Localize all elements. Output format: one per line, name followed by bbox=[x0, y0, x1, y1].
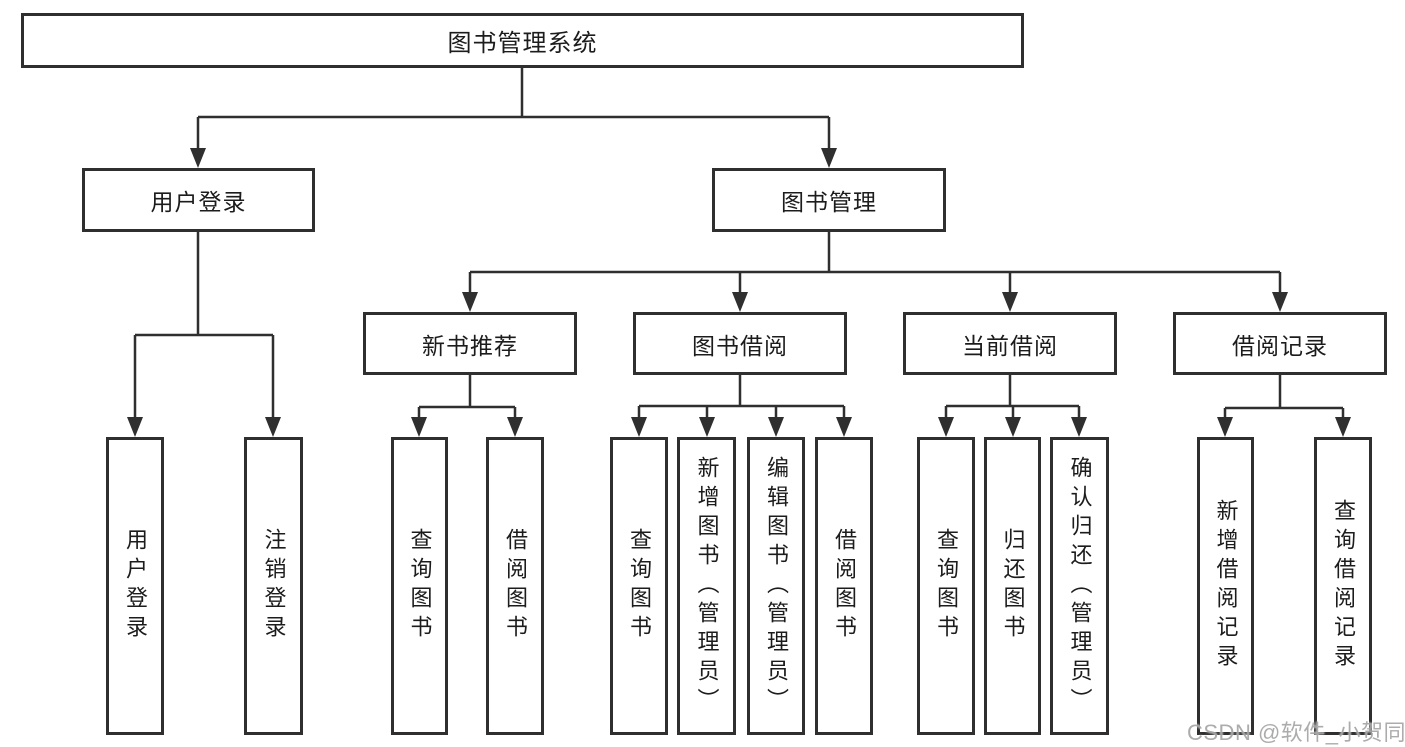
node-book-management: 图书管理 bbox=[712, 168, 946, 232]
node-user-login: 用户登录 bbox=[82, 168, 315, 232]
leaf-query-books-current: 查询图书 bbox=[917, 437, 975, 735]
arrowheads bbox=[127, 148, 1351, 437]
leaf-add-books-admin: 新增图书（管理员） bbox=[677, 437, 736, 735]
leaf-logout: 注销登录 bbox=[244, 437, 303, 735]
connector-segments bbox=[133, 68, 1345, 419]
leaf-label: 查询图书 bbox=[627, 528, 652, 644]
node-label: 用户登录 bbox=[150, 189, 247, 215]
watermark: CSDN @软件_小贺同学 bbox=[1187, 720, 1405, 745]
leaf-label: 确认归还（管理员） bbox=[1067, 455, 1093, 717]
node-borrowing-records: 借阅记录 bbox=[1173, 312, 1387, 375]
leaf-label: 新增图书（管理员） bbox=[694, 455, 720, 717]
leaf-user-login: 用户登录 bbox=[106, 437, 164, 735]
leaf-label: 新增借阅记录 bbox=[1213, 499, 1239, 673]
node-library-management-system: 图书管理系统 bbox=[21, 13, 1024, 68]
leaf-label: 查询借阅记录 bbox=[1331, 499, 1356, 673]
node-current-borrowing: 当前借阅 bbox=[903, 312, 1117, 375]
leaf-query-books-recommend: 查询图书 bbox=[391, 437, 448, 735]
node-label: 当前借阅 bbox=[962, 332, 1058, 359]
node-label: 新书推荐 bbox=[422, 332, 518, 359]
leaf-label: 借阅图书 bbox=[832, 528, 857, 644]
leaf-return-books: 归还图书 bbox=[984, 437, 1041, 735]
node-label: 图书管理系统 bbox=[447, 30, 598, 57]
leaf-borrow-books-recommend: 借阅图书 bbox=[486, 437, 544, 735]
leaf-label: 归还图书 bbox=[1000, 528, 1026, 644]
node-label: 图书管理 bbox=[781, 189, 877, 215]
leaf-label: 借阅图书 bbox=[503, 528, 528, 644]
leaf-confirm-return-admin: 确认归还（管理员） bbox=[1050, 437, 1109, 735]
leaf-query-books-borrow: 查询图书 bbox=[610, 437, 668, 735]
leaf-label: 查询图书 bbox=[934, 528, 959, 644]
leaf-label: 用户登录 bbox=[123, 528, 148, 644]
node-label: 图书借阅 bbox=[692, 332, 788, 359]
node-label: 借阅记录 bbox=[1232, 332, 1328, 359]
leaf-borrow-books-borrow: 借阅图书 bbox=[815, 437, 873, 735]
leaf-label: 注销登录 bbox=[261, 528, 287, 644]
leaf-label: 编辑图书（管理员） bbox=[764, 455, 789, 717]
leaf-label: 查询图书 bbox=[407, 528, 433, 644]
leaf-query-borrow-record: 查询借阅记录 bbox=[1314, 437, 1372, 735]
node-book-borrowing: 图书借阅 bbox=[633, 312, 847, 375]
node-new-book-recommendation: 新书推荐 bbox=[363, 312, 577, 375]
leaf-edit-books-admin: 编辑图书（管理员） bbox=[747, 437, 805, 735]
leaf-add-borrow-record: 新增借阅记录 bbox=[1197, 437, 1254, 735]
